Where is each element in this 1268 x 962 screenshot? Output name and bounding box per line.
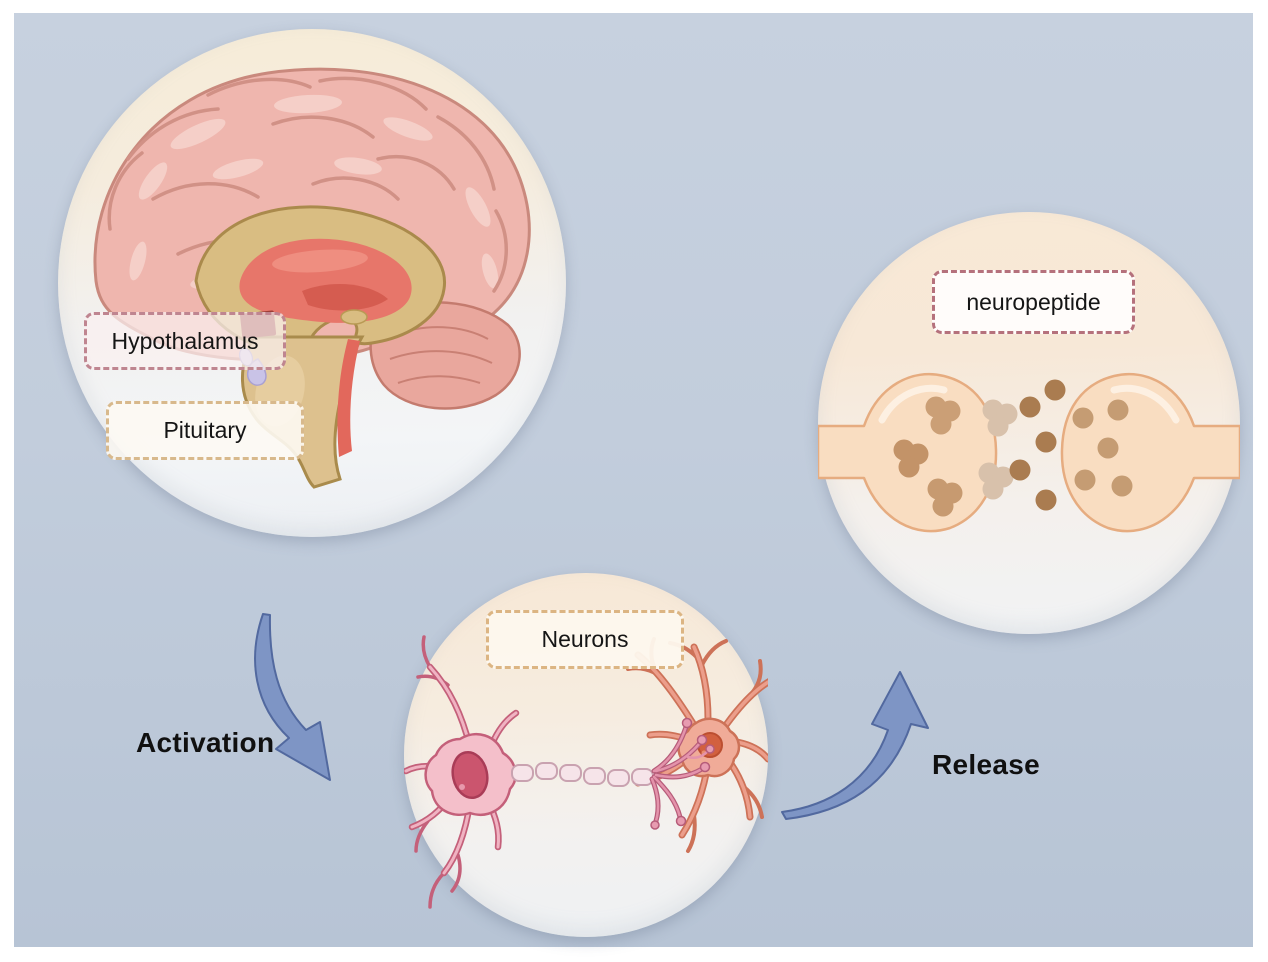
neuropeptide-molecules xyxy=(1009,379,1066,511)
brainstem-red-stripe xyxy=(337,339,360,457)
pituitary-label: Pituitary xyxy=(106,401,304,460)
neuropeptide-label: neuropeptide xyxy=(932,270,1135,334)
activation-label: Activation xyxy=(136,727,275,758)
release-label: Release xyxy=(932,749,1040,780)
neurons-label-text: Neurons xyxy=(541,626,629,652)
received-molecules xyxy=(1072,399,1133,497)
neuron-illustration xyxy=(404,635,768,909)
activation-arrow xyxy=(254,613,331,781)
neurons-circle-panel: Neurons xyxy=(404,573,768,937)
presynaptic-neuron xyxy=(404,635,715,909)
brain-illustration xyxy=(93,67,531,489)
gyri-lines xyxy=(107,76,508,293)
synapse-circle-panel: neuropeptide xyxy=(818,212,1240,634)
synapse-illustration xyxy=(818,372,1240,533)
pituitary-label-text: Pituitary xyxy=(163,417,247,443)
releasing-vesicles xyxy=(978,399,1018,500)
release-arrow xyxy=(781,671,929,820)
neurons-label: Neurons xyxy=(486,610,684,669)
vesicle-clusters xyxy=(893,396,963,517)
hypothalamus-label-text: Hypothalamus xyxy=(111,327,259,354)
neuropeptide-label-text: neuropeptide xyxy=(966,288,1101,315)
axon-terminals xyxy=(649,717,715,830)
myelin-sheath xyxy=(511,762,654,787)
brain-circle-panel: Hypothalamus Pituitary xyxy=(58,29,566,537)
diagram-canvas: Hypothalamus Pituitary xyxy=(14,13,1253,947)
postsynaptic-terminal xyxy=(1060,372,1240,533)
hypothalamus-label: Hypothalamus xyxy=(84,312,286,370)
